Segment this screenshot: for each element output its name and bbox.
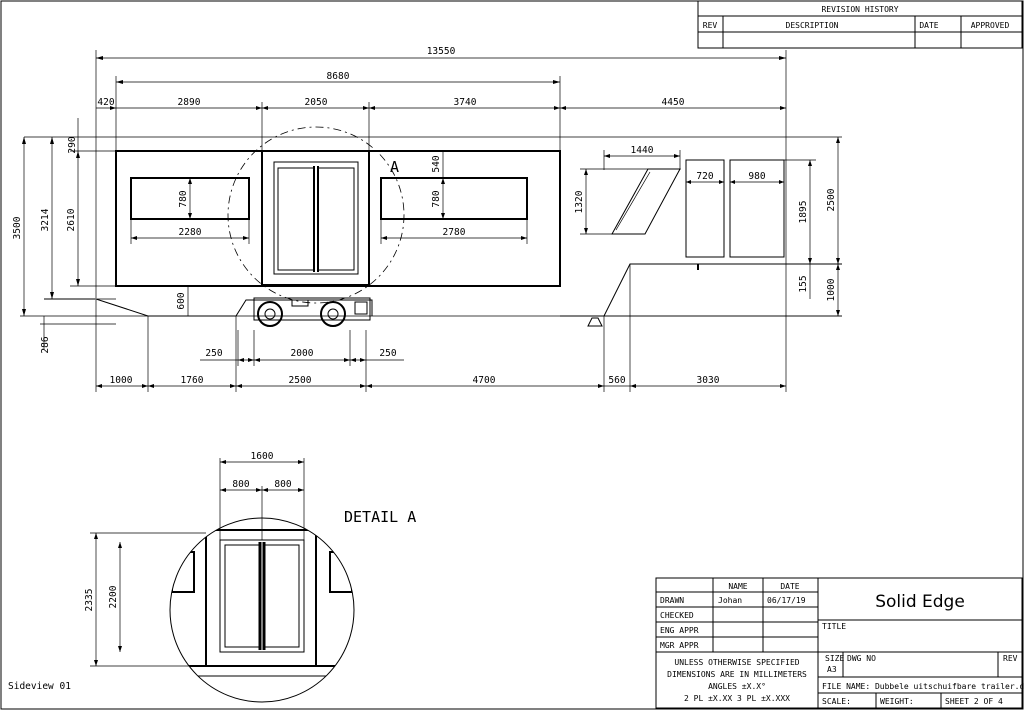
dim-4450: 4450 [662, 97, 685, 108]
dim-1600: 1600 [251, 451, 274, 462]
dim-420: 420 [97, 97, 114, 108]
dim-155: 155 [798, 275, 809, 292]
dim-540: 540 [431, 155, 442, 172]
title-block-name-header: NAME [728, 582, 747, 591]
size-label: SIZE [825, 654, 844, 663]
dim-1760: 1760 [181, 375, 204, 386]
dim-980: 980 [748, 171, 765, 182]
dim-1000-bottom: 1000 [110, 375, 133, 386]
axle-assembly [253, 297, 371, 327]
dim-total: 13550 [427, 46, 456, 57]
title-block: NAME DATE DRAWN Johan 06/17/19 CHECKED E… [655, 577, 1024, 709]
checked-label: CHECKED [660, 611, 694, 620]
wheel-rear [320, 301, 346, 327]
dim-body: 8680 [327, 71, 350, 82]
dim-2610: 2610 [66, 208, 77, 231]
rev-header: REV [703, 21, 718, 30]
dim-600: 600 [176, 292, 187, 309]
drawn-name: Johan [718, 596, 742, 605]
dwg-no-label: DWG NO [847, 654, 876, 663]
detail-callout: A [390, 158, 399, 176]
note-line-4: 2 PL ±X.XX 3 PL ±X.XXX [684, 694, 790, 703]
dim-3214: 3214 [40, 208, 51, 231]
jockey-wheel [587, 317, 603, 327]
approved-header: APPROVED [971, 21, 1010, 30]
dim-2890: 2890 [178, 97, 201, 108]
note-line-2: DIMENSIONS ARE IN MILLIMETERS [667, 670, 807, 679]
dim-1440: 1440 [631, 145, 654, 156]
dim-2500: 2500 [826, 188, 837, 211]
dim-window-left-height: 780 [178, 190, 189, 207]
detail-a-circle [227, 126, 405, 304]
dim-4700: 4700 [473, 375, 496, 386]
front-box-small [685, 159, 725, 258]
mgr-appr-label: MGR APPR [660, 641, 699, 650]
dim-2200: 2200 [108, 585, 119, 608]
rev-label: REV [1003, 654, 1018, 663]
title-block-date-header: DATE [780, 582, 799, 591]
file-name: FILE NAME: Dubbele uitschuifbare trailer… [822, 682, 1024, 691]
dim-2335: 2335 [84, 589, 95, 612]
eng-appr-label: ENG APPR [660, 626, 699, 635]
weight-label: WEIGHT: [880, 697, 914, 706]
dim-2780: 2780 [443, 227, 466, 238]
window-dimensions: 780 780 540 2280 2780 [130, 151, 528, 244]
note-line-1: UNLESS OTHERWISE SPECIFIED [674, 658, 799, 667]
front-dimensions: 1440 1320 720 980 1895 155 2500 1000 [574, 137, 840, 316]
detail-circle [169, 517, 355, 703]
bottom-dimensions: 1000 1760 2500 4700 560 3030 [95, 264, 787, 392]
dim-2280: 2280 [179, 227, 202, 238]
dim-1320: 1320 [574, 190, 585, 213]
size-value: A3 [827, 665, 837, 674]
dim-800-right: 800 [274, 479, 291, 490]
dim-250-left: 250 [205, 348, 222, 359]
company-name: Solid Edge [875, 592, 965, 612]
dim-720: 720 [696, 171, 713, 182]
front-box-large [729, 159, 785, 258]
title-label: TITLE [822, 622, 846, 631]
dim-286: 286 [40, 336, 51, 353]
sheet-number: SHEET 2 OF 4 [945, 697, 1003, 706]
detail-a-view: DETAIL A 2335 2200 [84, 451, 416, 703]
dim-800-left: 800 [232, 479, 249, 490]
dim-2050: 2050 [305, 97, 328, 108]
dim-2500-bottom: 2500 [289, 375, 312, 386]
top-dimensions: 13550 8680 420 2890 2050 3740 4450 [95, 46, 787, 316]
dim-1895: 1895 [798, 201, 809, 224]
dim-3500: 3500 [12, 216, 23, 239]
revision-history-table: REVISION HISTORY REV DESCRIPTION DATE AP… [697, 0, 1023, 49]
door-frame [261, 150, 370, 286]
drawn-date: 06/17/19 [767, 596, 806, 605]
dim-250-right: 250 [379, 348, 396, 359]
dim-2000: 2000 [291, 348, 314, 359]
dim-window-right-height: 780 [431, 190, 442, 207]
description-header: DESCRIPTION [786, 21, 839, 30]
scale-label: SCALE: [822, 697, 851, 706]
side-view: A 13550 [8, 46, 842, 692]
revision-title: REVISION HISTORY [821, 5, 898, 14]
door-leaf-left [277, 167, 315, 271]
axle-dimensions: 250 2000 250 [200, 330, 404, 366]
door-leaf-right [317, 167, 355, 271]
dim-1000-vertical: 1000 [826, 278, 837, 301]
detail-door-leaf-left [224, 544, 260, 648]
dim-560: 560 [608, 375, 625, 386]
date-header: DATE [919, 21, 938, 30]
detail-title: DETAIL A [344, 508, 416, 526]
note-line-3: ANGLES ±X.X° [708, 682, 766, 691]
dim-3740: 3740 [454, 97, 477, 108]
dim-3030: 3030 [697, 375, 720, 386]
wheel-front [257, 301, 283, 327]
dim-290: 290 [67, 136, 78, 153]
view-label: Sideview 01 [8, 681, 71, 692]
detail-door-leaf-right [264, 544, 300, 648]
left-dimensions: 3500 3214 2610 290 286 600 [12, 118, 189, 354]
drawn-label: DRAWN [660, 596, 684, 605]
window-right [380, 177, 528, 220]
